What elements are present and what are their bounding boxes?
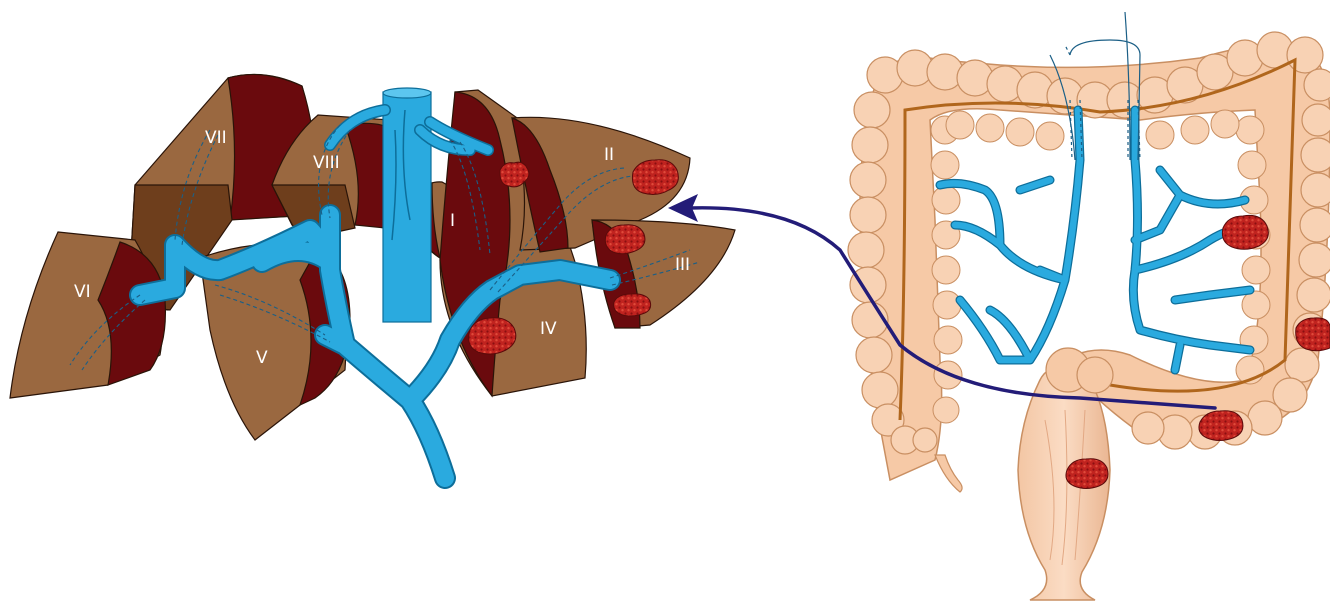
liver: VII VIII VI V I IV II III	[10, 74, 735, 478]
label-segment-iii: III	[675, 255, 690, 275]
segment-vi	[10, 232, 165, 398]
label-segment-vi: VI	[74, 282, 91, 302]
appendix	[935, 455, 962, 492]
tumor-nodule-icon	[1199, 411, 1243, 441]
inferior-vena-cava	[383, 88, 431, 322]
label-segment-ii: II	[604, 145, 614, 165]
tumor-nodule-icon	[605, 225, 645, 254]
label-segment-viii: VIII	[313, 153, 340, 173]
mesenteric-vessels	[940, 110, 1250, 370]
tumor-nodule-icon	[469, 318, 516, 354]
label-segment-iv: IV	[540, 319, 557, 339]
tumor-nodule-icon	[1222, 215, 1268, 249]
tumor-nodule-icon	[1296, 318, 1330, 351]
label-segment-vii: VII	[205, 128, 227, 148]
tumor-nodule-icon	[1066, 459, 1108, 489]
tumor-nodule-icon	[632, 160, 678, 195]
label-segment-i: I	[450, 211, 455, 231]
tumor-nodule-icon	[614, 294, 651, 316]
label-segment-v: V	[256, 348, 268, 368]
colon	[848, 12, 1330, 600]
